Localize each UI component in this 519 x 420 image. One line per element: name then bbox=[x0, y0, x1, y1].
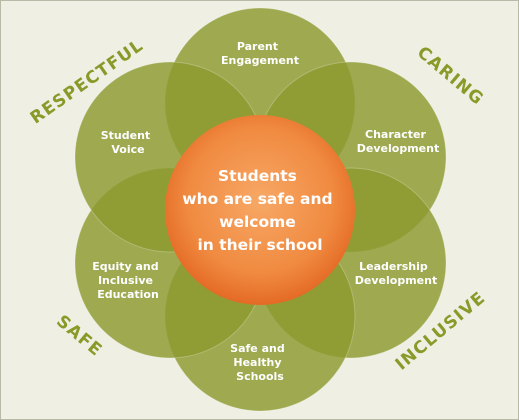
petal-label-equity-inclusive-education: Equity and Inclusive Education bbox=[92, 255, 163, 301]
center-line-3: welcome bbox=[219, 213, 296, 231]
center-circle bbox=[165, 115, 355, 305]
petal-label-student-voice: Student Voice bbox=[101, 124, 156, 156]
center-line-1: Students bbox=[218, 167, 297, 185]
petal-label-character-development: Character Development bbox=[357, 123, 439, 155]
petal-label-safe-healthy-schools: Safe and Healthy Schools bbox=[230, 337, 290, 383]
petal-label-parent-engagement: Parent Engagement bbox=[221, 35, 299, 67]
center-line-2: who are safe and bbox=[182, 190, 332, 208]
petal-label-leadership-development: Leadership Development bbox=[355, 255, 437, 287]
center-line-4: in their school bbox=[197, 236, 322, 254]
center-text: Students who are safe and welcome in the… bbox=[182, 166, 337, 254]
